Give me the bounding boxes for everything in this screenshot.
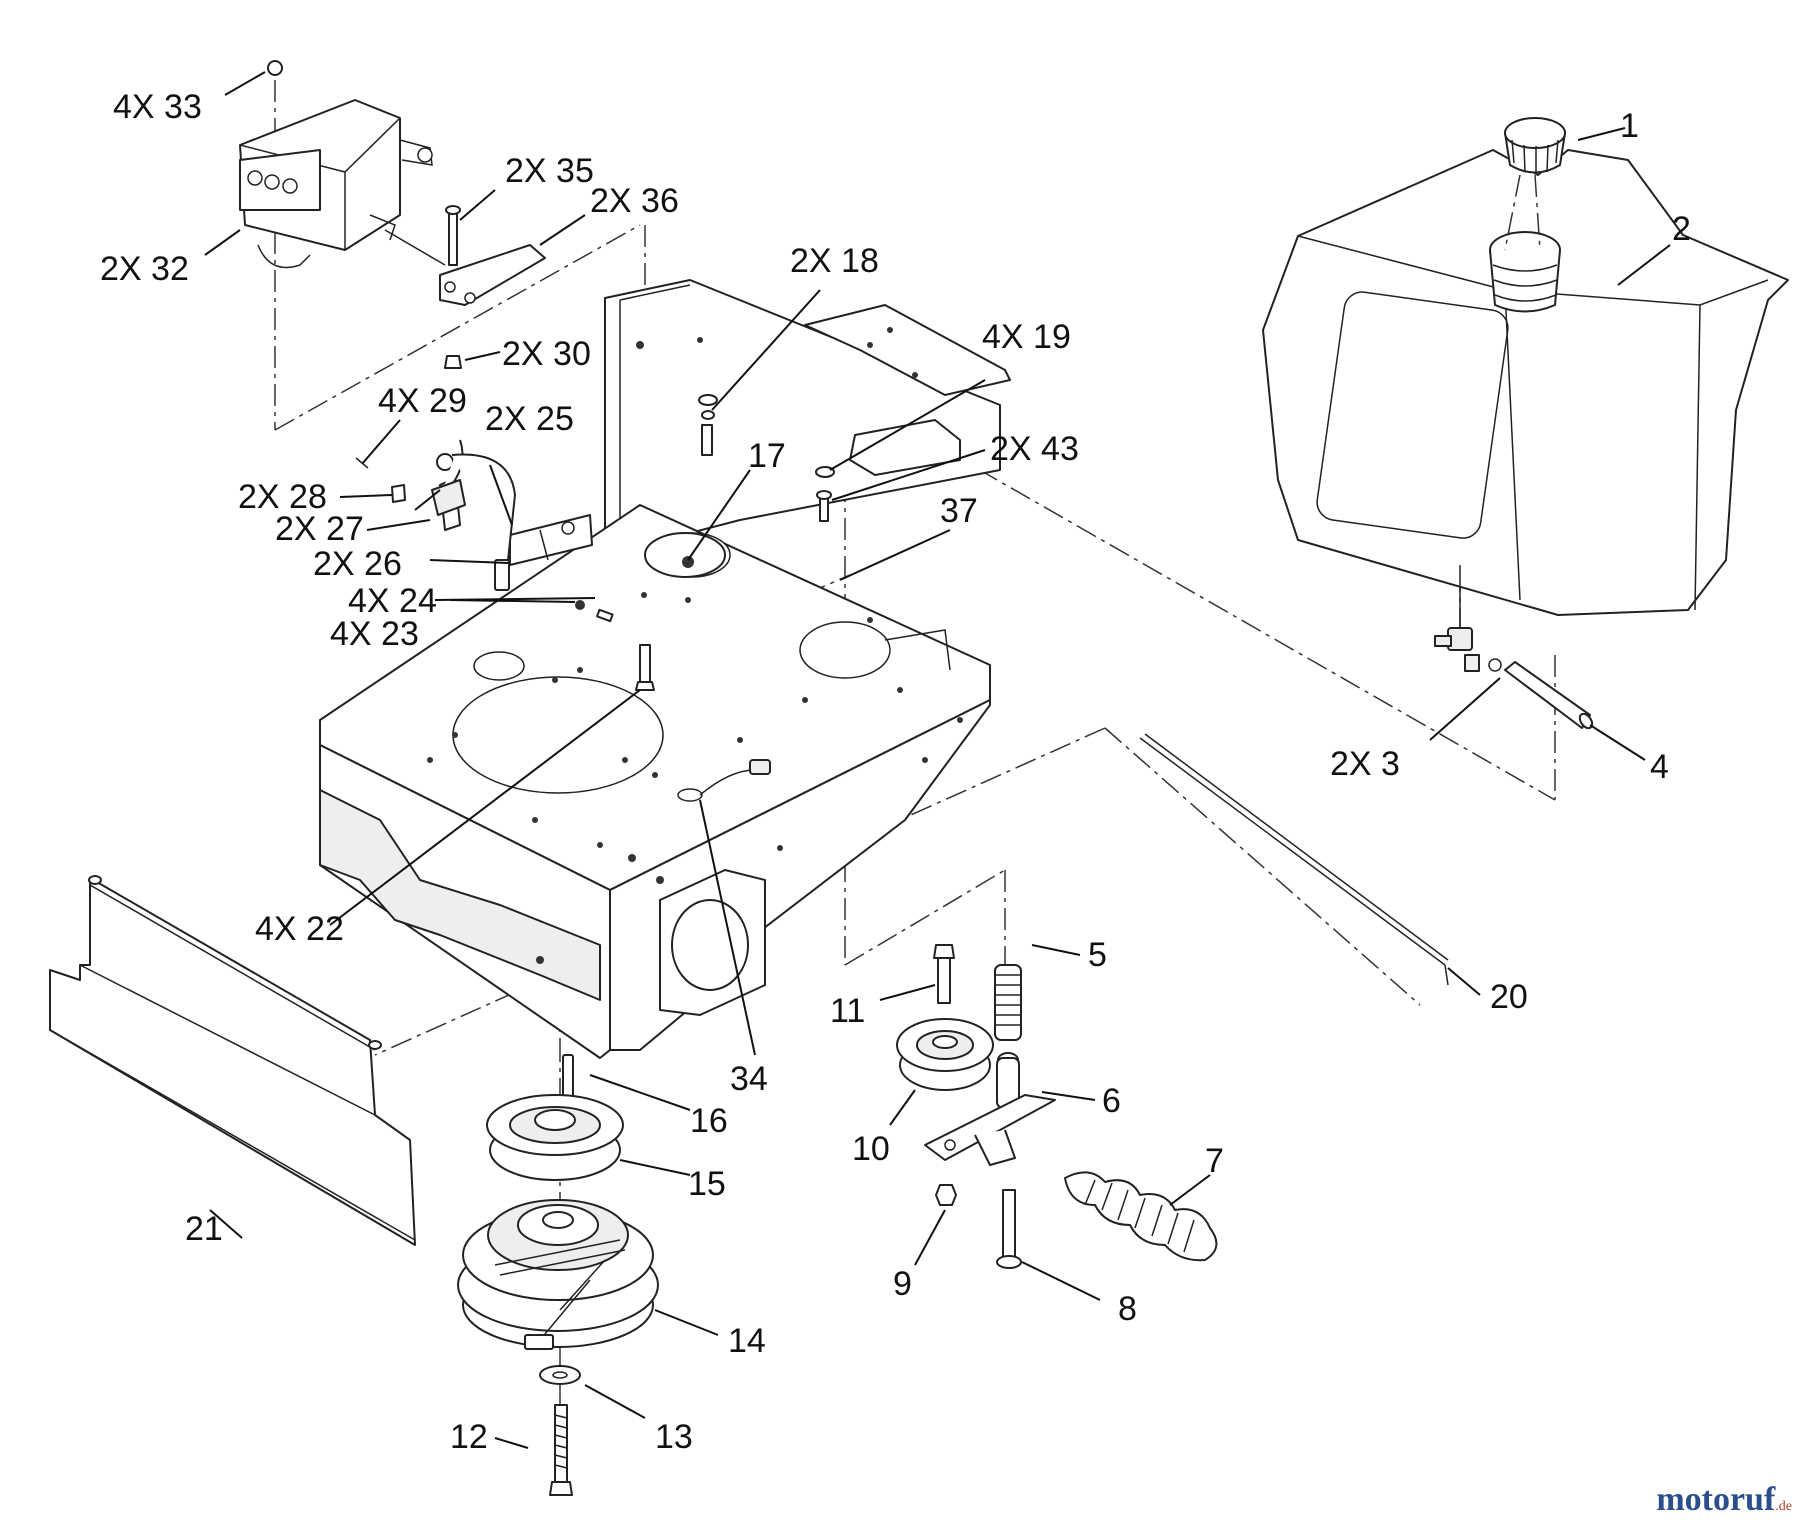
idler-assembly [896, 944, 1218, 1269]
callout-3: 2X 3 [1330, 745, 1400, 783]
mounting-bracket-36 [439, 205, 546, 369]
pulley-clutch-stack [457, 1054, 659, 1496]
callout-14: 14 [728, 1322, 766, 1360]
callout-35: 2X 35 [505, 152, 594, 190]
callout-43: 2X 43 [990, 430, 1079, 468]
callout-34: 34 [730, 1060, 768, 1098]
callout-9: 9 [893, 1265, 912, 1303]
callout-18: 2X 18 [790, 242, 879, 280]
callout-19: 4X 19 [982, 318, 1071, 356]
callout-17: 17 [748, 437, 786, 475]
callout-2: 2 [1672, 210, 1691, 248]
callout-11: 11 [830, 992, 865, 1030]
callout-10: 10 [852, 1130, 890, 1168]
callout-12: 12 [450, 1418, 488, 1456]
fuel-cap [1504, 117, 1566, 251]
callout-25: 2X 25 [485, 400, 574, 438]
callout-20: 20 [1490, 978, 1528, 1016]
callout-7: 7 [1205, 1142, 1224, 1180]
fuel-valve-and-hose [1434, 565, 1594, 730]
callout-24: 4X 24 [348, 582, 437, 620]
belt-shield [49, 875, 416, 1246]
callout-33: 4X 33 [113, 88, 202, 126]
callout-23: 4X 23 [330, 615, 419, 653]
callout-16: 16 [690, 1102, 728, 1140]
callout-22: 4X 22 [255, 910, 344, 948]
callout-27: 2X 27 [275, 510, 364, 548]
watermark-logo: motoruf.de [1656, 1481, 1792, 1519]
callout-15: 15 [688, 1165, 726, 1203]
callout-21: 21 [185, 1210, 223, 1248]
callout-37: 37 [940, 492, 978, 530]
chassis-holes [427, 327, 963, 964]
fuel-tank [1262, 149, 1789, 616]
callout-8: 8 [1118, 1290, 1137, 1328]
switch-bracket-assembly [355, 439, 593, 591]
chassis-frame [319, 279, 1011, 1059]
solenoid-unit [239, 60, 446, 269]
watermark-suffix: .de [1775, 1499, 1792, 1514]
leader-lines [204, 71, 1671, 1449]
callout-5: 5 [1088, 936, 1107, 974]
callout-36: 2X 36 [590, 182, 679, 220]
callout-29: 4X 29 [378, 382, 467, 420]
callout-26: 2X 26 [313, 545, 402, 583]
watermark-brand: motoruf [1656, 1481, 1776, 1518]
callout-32: 2X 32 [100, 250, 189, 288]
callout-1: 1 [1620, 107, 1639, 145]
callout-28: 2X 28 [238, 478, 327, 516]
callout-30: 2X 30 [502, 335, 591, 373]
callout-13: 13 [655, 1418, 693, 1456]
fasteners [575, 394, 835, 691]
cable-rod [1139, 733, 1449, 986]
callout-4: 4 [1650, 748, 1669, 786]
callout-6: 6 [1102, 1082, 1121, 1120]
callout-labels: 1 2 2X 3 4 5 6 7 8 9 10 11 12 13 14 15 1… [100, 88, 1691, 1456]
